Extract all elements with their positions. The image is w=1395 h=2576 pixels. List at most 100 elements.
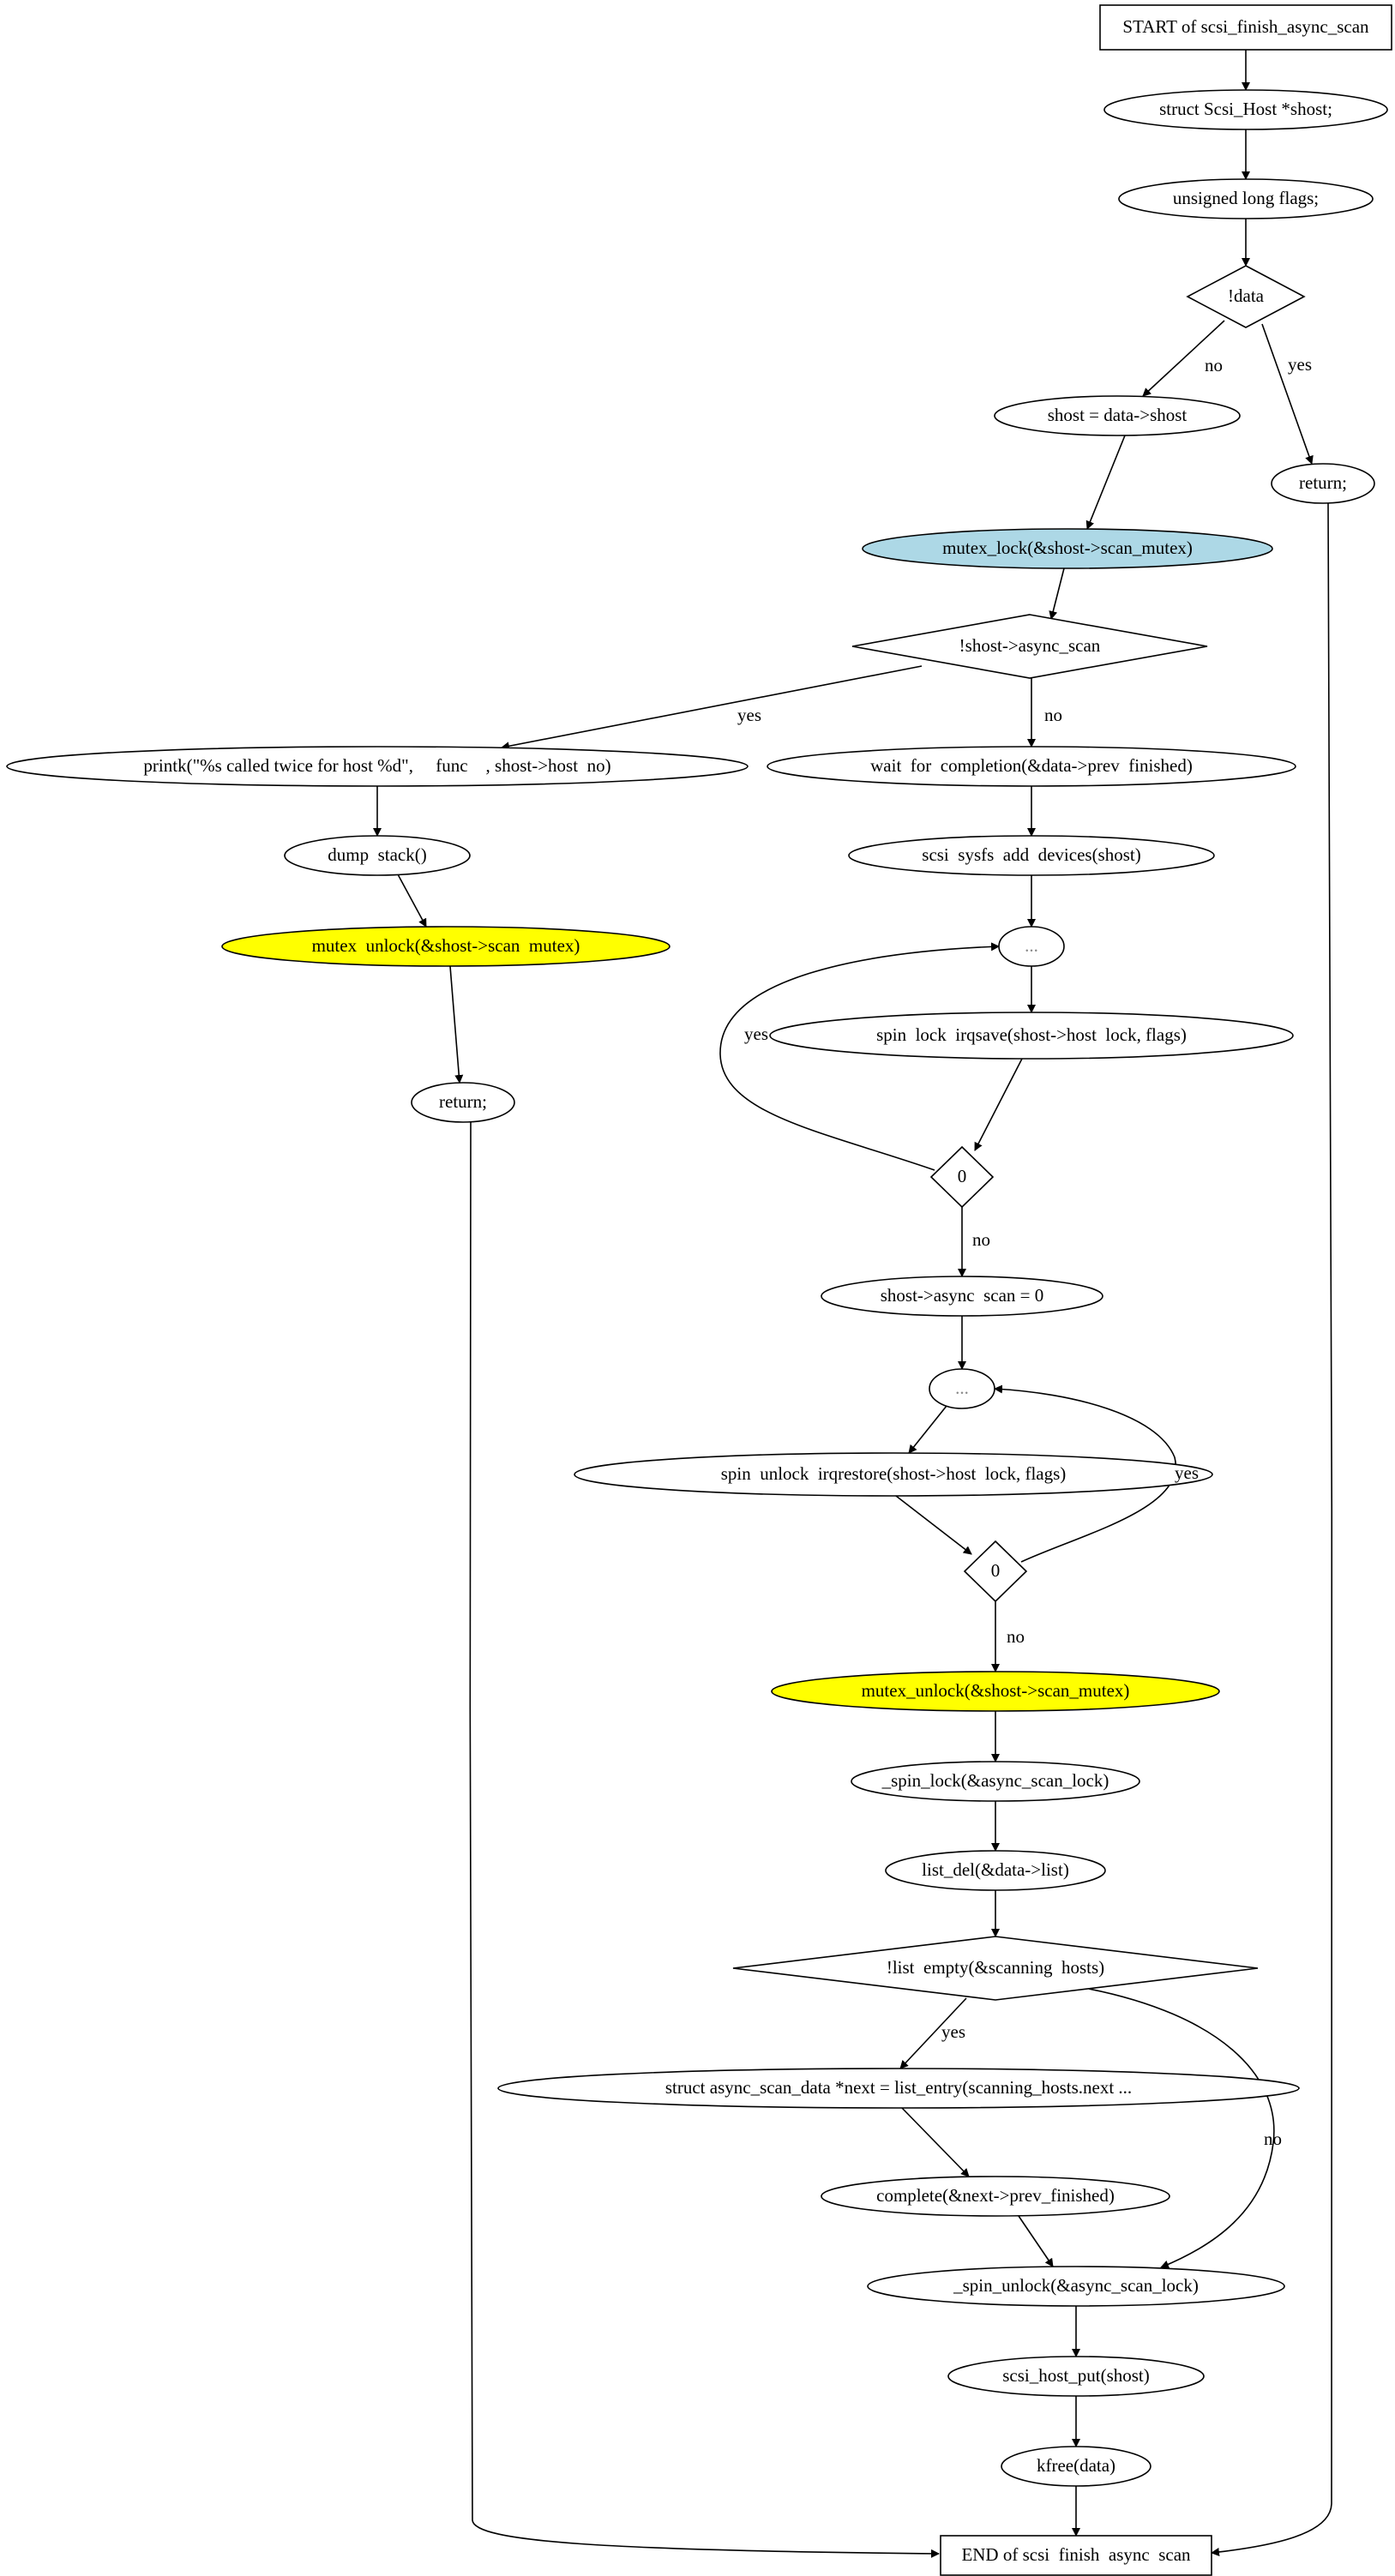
node-label-list_del: list_del(&data->list) [922,1859,1069,1880]
node-shape-return_left [411,1082,515,1123]
node-label-cond_async: !shost->async_scan [959,635,1101,656]
node-shape-loop1 [998,926,1065,967]
node-flags_decl: unsigned long flags; [1118,178,1374,219]
node-start: START of scsi_finish_async_scan [1099,4,1392,51]
node-label-cond_zero2: 0 [991,1560,1001,1581]
edge-cond_list_empty-to-next_decl [899,1997,967,2069]
edge-label-cond_zero2-to-loop2: yes [1175,1462,1199,1483]
node-shape-mutex_unlock_main [771,1671,1220,1712]
edge-label-cond_list_empty-to-spin_unlock_scan: no [1264,2129,1282,2149]
node-label-flags_decl: unsigned long flags; [1173,188,1319,208]
node-label-shost_assign: shost = data->shost [1048,405,1188,425]
node-label-sysfs_add: scsi sysfs add devices(shost) [922,844,1140,865]
node-label-next_decl: struct async_scan_data *next = list_entr… [665,2077,1132,2098]
node-label-async_zero: shost->async scan = 0 [881,1285,1044,1306]
edge-mutex_unlock_left-to-return_left [449,965,464,1084]
node-label-loop2: ... [955,1378,969,1398]
node-shape-spin_unlock_irqrestore [574,1452,1213,1497]
node-shape-next_decl [497,2068,1300,2109]
node-spin_unlock_scan: _spin_unlock(&async_scan_lock) [867,2266,1285,2307]
node-shape-start [1099,4,1392,51]
node-printk: printk("%s called twice for host %d", fu… [6,746,749,787]
node-label-dump_stack: dump stack() [328,844,426,865]
edge-cond_data-to-return_right [1261,323,1314,465]
node-shape-complete_next [821,2176,1170,2217]
node-loop1: ... [998,926,1065,967]
edge-spin_unlock_irqrestore-to-cond_zero2 [895,1495,972,1555]
node-shape-spin_lock_scan [851,1761,1140,1802]
edge-spin_lock_irqsave-to-cond_zero1 [974,1058,1023,1151]
node-label-spin_unlock_irqrestore: spin unlock irqrestore(shost->host lock,… [721,1463,1067,1484]
node-shape-spin_lock_irqsave [769,1012,1294,1060]
node-label-mutex_unlock_left: mutex unlock(&shost->scan mutex) [312,935,580,956]
node-label-wait_completion: wait for completion(&data->prev finished… [870,755,1193,776]
node-async_zero: shost->async scan = 0 [821,1276,1103,1317]
node-list_del: list_del(&data->list) [885,1850,1106,1891]
node-shape-async_zero [821,1276,1103,1317]
node-sysfs_add: scsi sysfs add devices(shost) [848,835,1215,876]
node-label-loop1: ... [1025,935,1038,956]
node-label-spin_lock_scan: _spin_lock(&async_scan_lock) [881,1770,1109,1791]
node-return_right: return; [1271,463,1375,504]
node-spin_lock_irqsave: spin lock irqsave(shost->host lock, flag… [769,1012,1294,1060]
edge-dump_stack-to-mutex_unlock_left [397,874,427,928]
node-shape-loop2 [929,1368,995,1409]
node-mutex_unlock_left: mutex unlock(&shost->scan mutex) [221,926,670,967]
edge-shost_assign-to-mutex_lock [1085,435,1126,530]
node-mutex_unlock_main: mutex_unlock(&shost->scan_mutex) [771,1671,1220,1712]
node-host_put: scsi_host_put(shost) [947,2356,1205,2397]
edge-cond_zero2-to-loop2 [994,1384,1177,1563]
node-cond_zero2: 0 [963,1540,1028,1603]
node-shape-return_right [1271,463,1375,504]
edge-cond_data-to-shost_assign [1142,320,1225,397]
node-dump_stack: dump stack() [284,835,471,876]
node-shape-cond_list_empty [732,1936,1259,2001]
node-return_left: return; [411,1082,515,1123]
edge-cond_zero1-to-loop1 [719,942,1000,1171]
edge-loop2-to-spin_unlock_irqrestore [908,1405,947,1454]
node-cond_zero1: 0 [929,1145,995,1209]
node-label-complete_next: complete(&next->prev_finished) [876,2185,1115,2206]
node-mutex_lock: mutex_lock(&shost->scan_mutex) [862,528,1273,569]
node-shape-cond_zero1 [929,1145,995,1209]
node-label-return_left: return; [439,1091,487,1112]
node-shape-shost_assign [994,395,1241,436]
node-next_decl: struct async_scan_data *next = list_entr… [497,2068,1300,2109]
node-shape-kfree [1001,2446,1151,2487]
node-shape-list_del [885,1850,1106,1891]
edge-cond_async-to-printk [501,665,923,751]
node-label-host_put: scsi_host_put(shost) [1002,2365,1150,2386]
node-shape-cond_zero2 [963,1540,1028,1603]
edge-mutex_lock-to-cond_async [1049,567,1065,620]
node-wait_completion: wait for completion(&data->prev finished… [767,746,1296,787]
node-label-spin_lock_irqsave: spin lock irqsave(shost->host lock, flag… [876,1024,1187,1045]
node-kfree: kfree(data) [1001,2446,1151,2487]
node-label-return_right: return; [1299,472,1347,493]
node-cond_async: !shost->async_scan [851,614,1208,679]
node-shost_assign: shost = data->shost [994,395,1241,436]
edge-label-cond_async-to-printk: yes [737,705,761,725]
node-label-mutex_unlock_main: mutex_unlock(&shost->scan_mutex) [862,1680,1130,1701]
node-cond_list_empty: !list empty(&scanning hosts) [732,1936,1259,2001]
node-label-shost_decl: struct Scsi_Host *shost; [1159,99,1332,119]
node-spin_unlock_irqrestore: spin unlock irqrestore(shost->host lock,… [574,1452,1213,1497]
edge-label-cond_zero1-to-loop1: yes [744,1024,768,1044]
edge-label-cond_async-to-wait_completion: no [1044,705,1062,725]
node-shape-sysfs_add [848,835,1215,876]
node-shape-cond_data [1186,265,1306,328]
node-shape-spin_unlock_scan [867,2266,1285,2307]
node-shost_decl: struct Scsi_Host *shost; [1103,89,1388,130]
edge-label-cond_zero1-to-async_zero: no [972,1229,990,1250]
node-spin_lock_scan: _spin_lock(&async_scan_lock) [851,1761,1140,1802]
node-shape-wait_completion [767,746,1296,787]
node-shape-mutex_lock [862,528,1273,569]
node-cond_data: !data [1186,265,1306,328]
node-shape-mutex_unlock_left [221,926,670,967]
edge-label-cond_data-to-shost_assign: no [1205,355,1223,375]
node-label-cond_list_empty: !list empty(&scanning hosts) [887,1957,1104,1978]
node-label-start: START of scsi_finish_async_scan [1122,16,1369,37]
node-shape-end [940,2535,1212,2576]
edge-return_left-to-end [469,1121,940,2558]
edge-cond_list_empty-to-spin_unlock_scan [1088,1988,1275,2269]
